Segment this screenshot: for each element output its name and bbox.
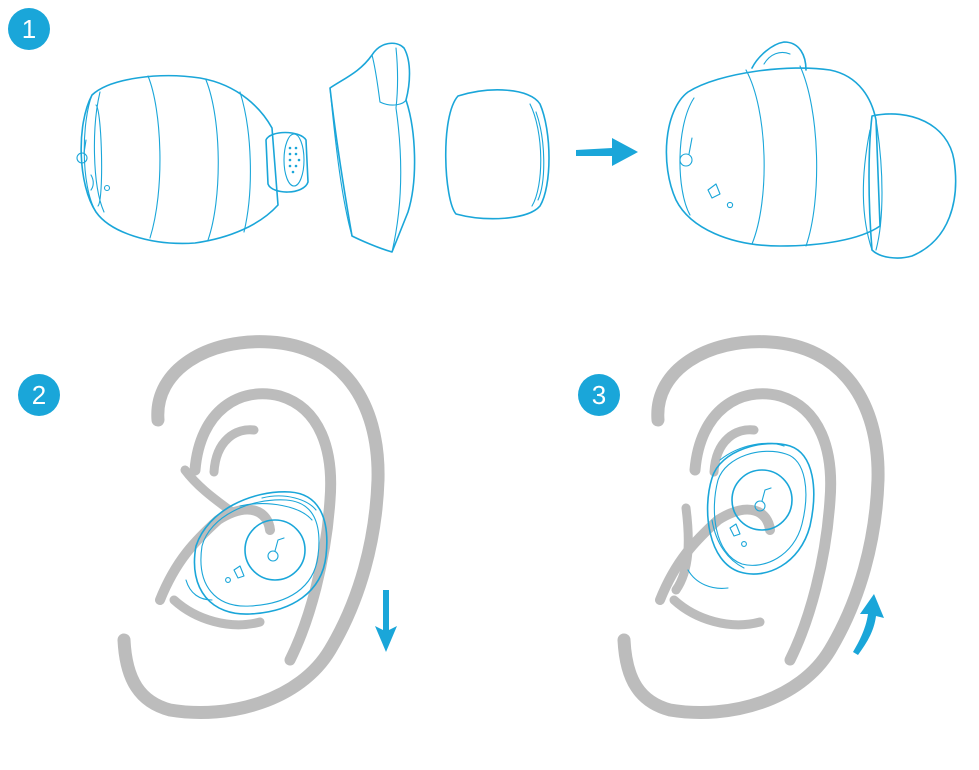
- ear-tip-illustration: [444, 89, 550, 220]
- soundcore-logo-icon: [76, 139, 88, 164]
- earbud-in-ear-left: [185, 491, 328, 615]
- soundcore-logo-icon-left: [267, 537, 285, 562]
- arrow-down-icon: [375, 590, 397, 652]
- ear-outline-left: [117, 335, 385, 719]
- step-2-number: 2: [32, 380, 46, 410]
- ear-outline-right: [617, 335, 885, 719]
- soundcore-logo-icon-assembled: [679, 137, 693, 167]
- soundcore-logo-icon-right: [754, 487, 772, 512]
- ear-wing-illustration: [329, 42, 416, 253]
- arrow-curved-up-icon: [853, 594, 884, 655]
- nozzle-mesh: [288, 146, 301, 174]
- step-1-number: 1: [22, 14, 36, 44]
- step-1-badge: 1: [8, 8, 50, 50]
- assembled-earbud-illustration: [665, 41, 957, 259]
- arrow-right-icon: [576, 138, 638, 166]
- step-2-badge: 2: [18, 374, 60, 416]
- step-3-number: 3: [592, 380, 606, 410]
- step-3-badge: 3: [578, 374, 620, 416]
- earbud-in-ear-right: [687, 442, 815, 589]
- earbud-body-illustration: [76, 74, 309, 245]
